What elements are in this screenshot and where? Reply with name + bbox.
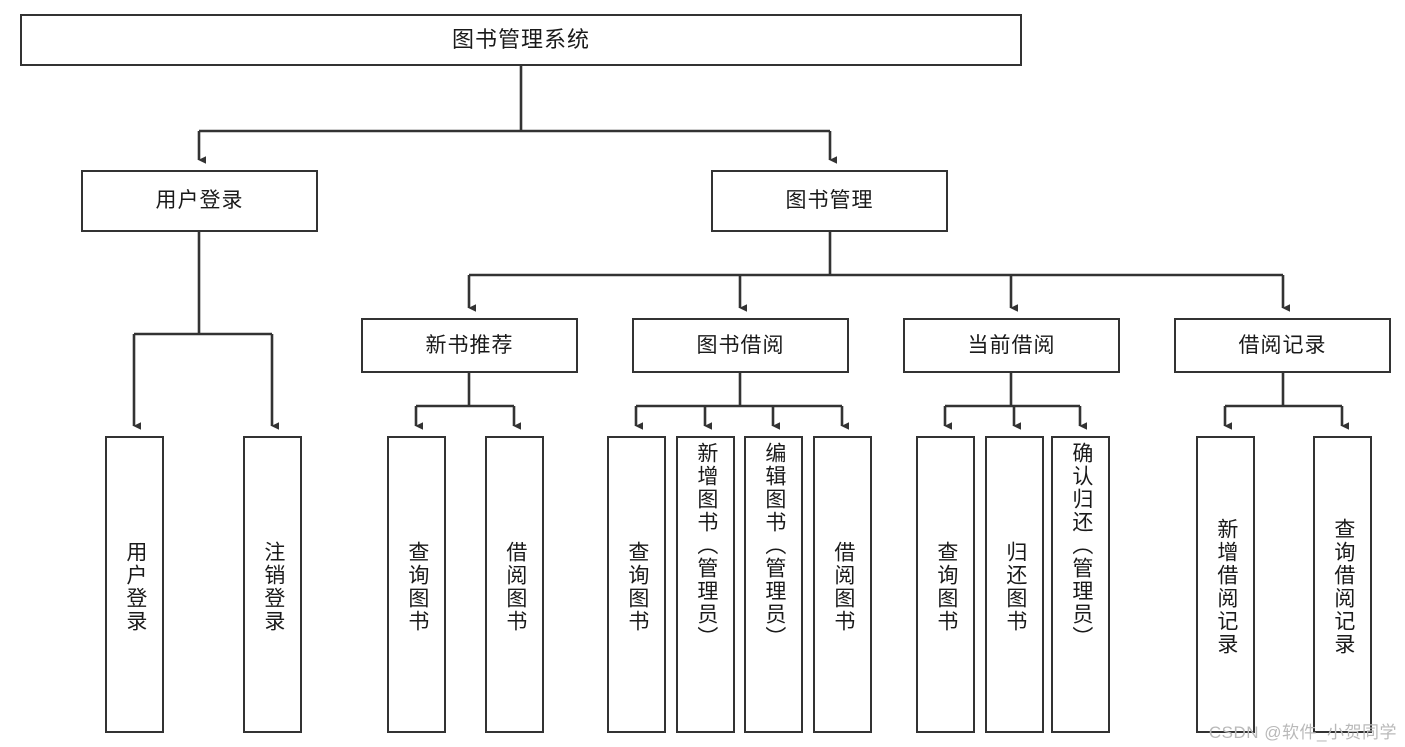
node-leaf-confirm-return[interactable]: 确认归还（管理员） (1051, 436, 1110, 733)
node-leaf-borrow-book-1[interactable]: 借阅图书 (485, 436, 544, 733)
node-user-login[interactable]: 用户登录 (81, 170, 318, 232)
node-label: 新书推荐 (425, 333, 514, 357)
node-leaf-query-book-3[interactable]: 查询图书 (916, 436, 975, 733)
node-label: 借阅记录 (1238, 333, 1327, 357)
node-label: 图书管理系统 (451, 26, 590, 52)
node-label: 归还图书 (1003, 540, 1027, 633)
node-label: 确认归还（管理员） (1069, 442, 1093, 649)
node-leaf-add-book[interactable]: 新增图书（管理员） (676, 436, 735, 733)
node-label: 借阅图书 (831, 540, 855, 633)
node-label: 编辑图书（管理员） (762, 442, 786, 649)
node-label: 查询图书 (934, 540, 958, 633)
node-label: 查询图书 (405, 540, 429, 633)
node-leaf-borrow-book-2[interactable]: 借阅图书 (813, 436, 872, 733)
node-label: 注销登录 (261, 540, 285, 633)
node-leaf-query-book-2[interactable]: 查询图书 (607, 436, 666, 733)
node-label: 查询图书 (625, 540, 649, 633)
node-label: 新增图书（管理员） (694, 442, 718, 649)
node-label: 当前借阅 (967, 333, 1056, 357)
node-leaf-user-login[interactable]: 用户登录 (105, 436, 164, 733)
node-book-borrow[interactable]: 图书借阅 (632, 318, 849, 373)
node-new-book-recommend[interactable]: 新书推荐 (361, 318, 578, 373)
node-leaf-add-record[interactable]: 新增借阅记录 (1196, 436, 1255, 733)
node-label: 用户登录 (123, 540, 147, 633)
node-leaf-logout[interactable]: 注销登录 (243, 436, 302, 733)
node-label: 借阅图书 (503, 540, 527, 633)
node-leaf-query-record[interactable]: 查询借阅记录 (1313, 436, 1372, 733)
node-leaf-query-book-1[interactable]: 查询图书 (387, 436, 446, 733)
node-label: 查询借阅记录 (1331, 517, 1355, 656)
node-book-manage[interactable]: 图书管理 (711, 170, 948, 232)
node-borrow-record[interactable]: 借阅记录 (1174, 318, 1391, 373)
node-label: 图书借阅 (696, 333, 785, 357)
node-leaf-edit-book[interactable]: 编辑图书（管理员） (744, 436, 803, 733)
node-label: 新增借阅记录 (1214, 517, 1238, 656)
node-label: 图书管理 (785, 189, 874, 213)
node-label: 用户登录 (155, 189, 244, 213)
node-current-borrow[interactable]: 当前借阅 (903, 318, 1120, 373)
watermark-text: CSDN @软件_小贺同学 (1208, 723, 1397, 742)
node-leaf-return-book[interactable]: 归还图书 (985, 436, 1044, 733)
node-root-system[interactable]: 图书管理系统 (20, 14, 1022, 66)
